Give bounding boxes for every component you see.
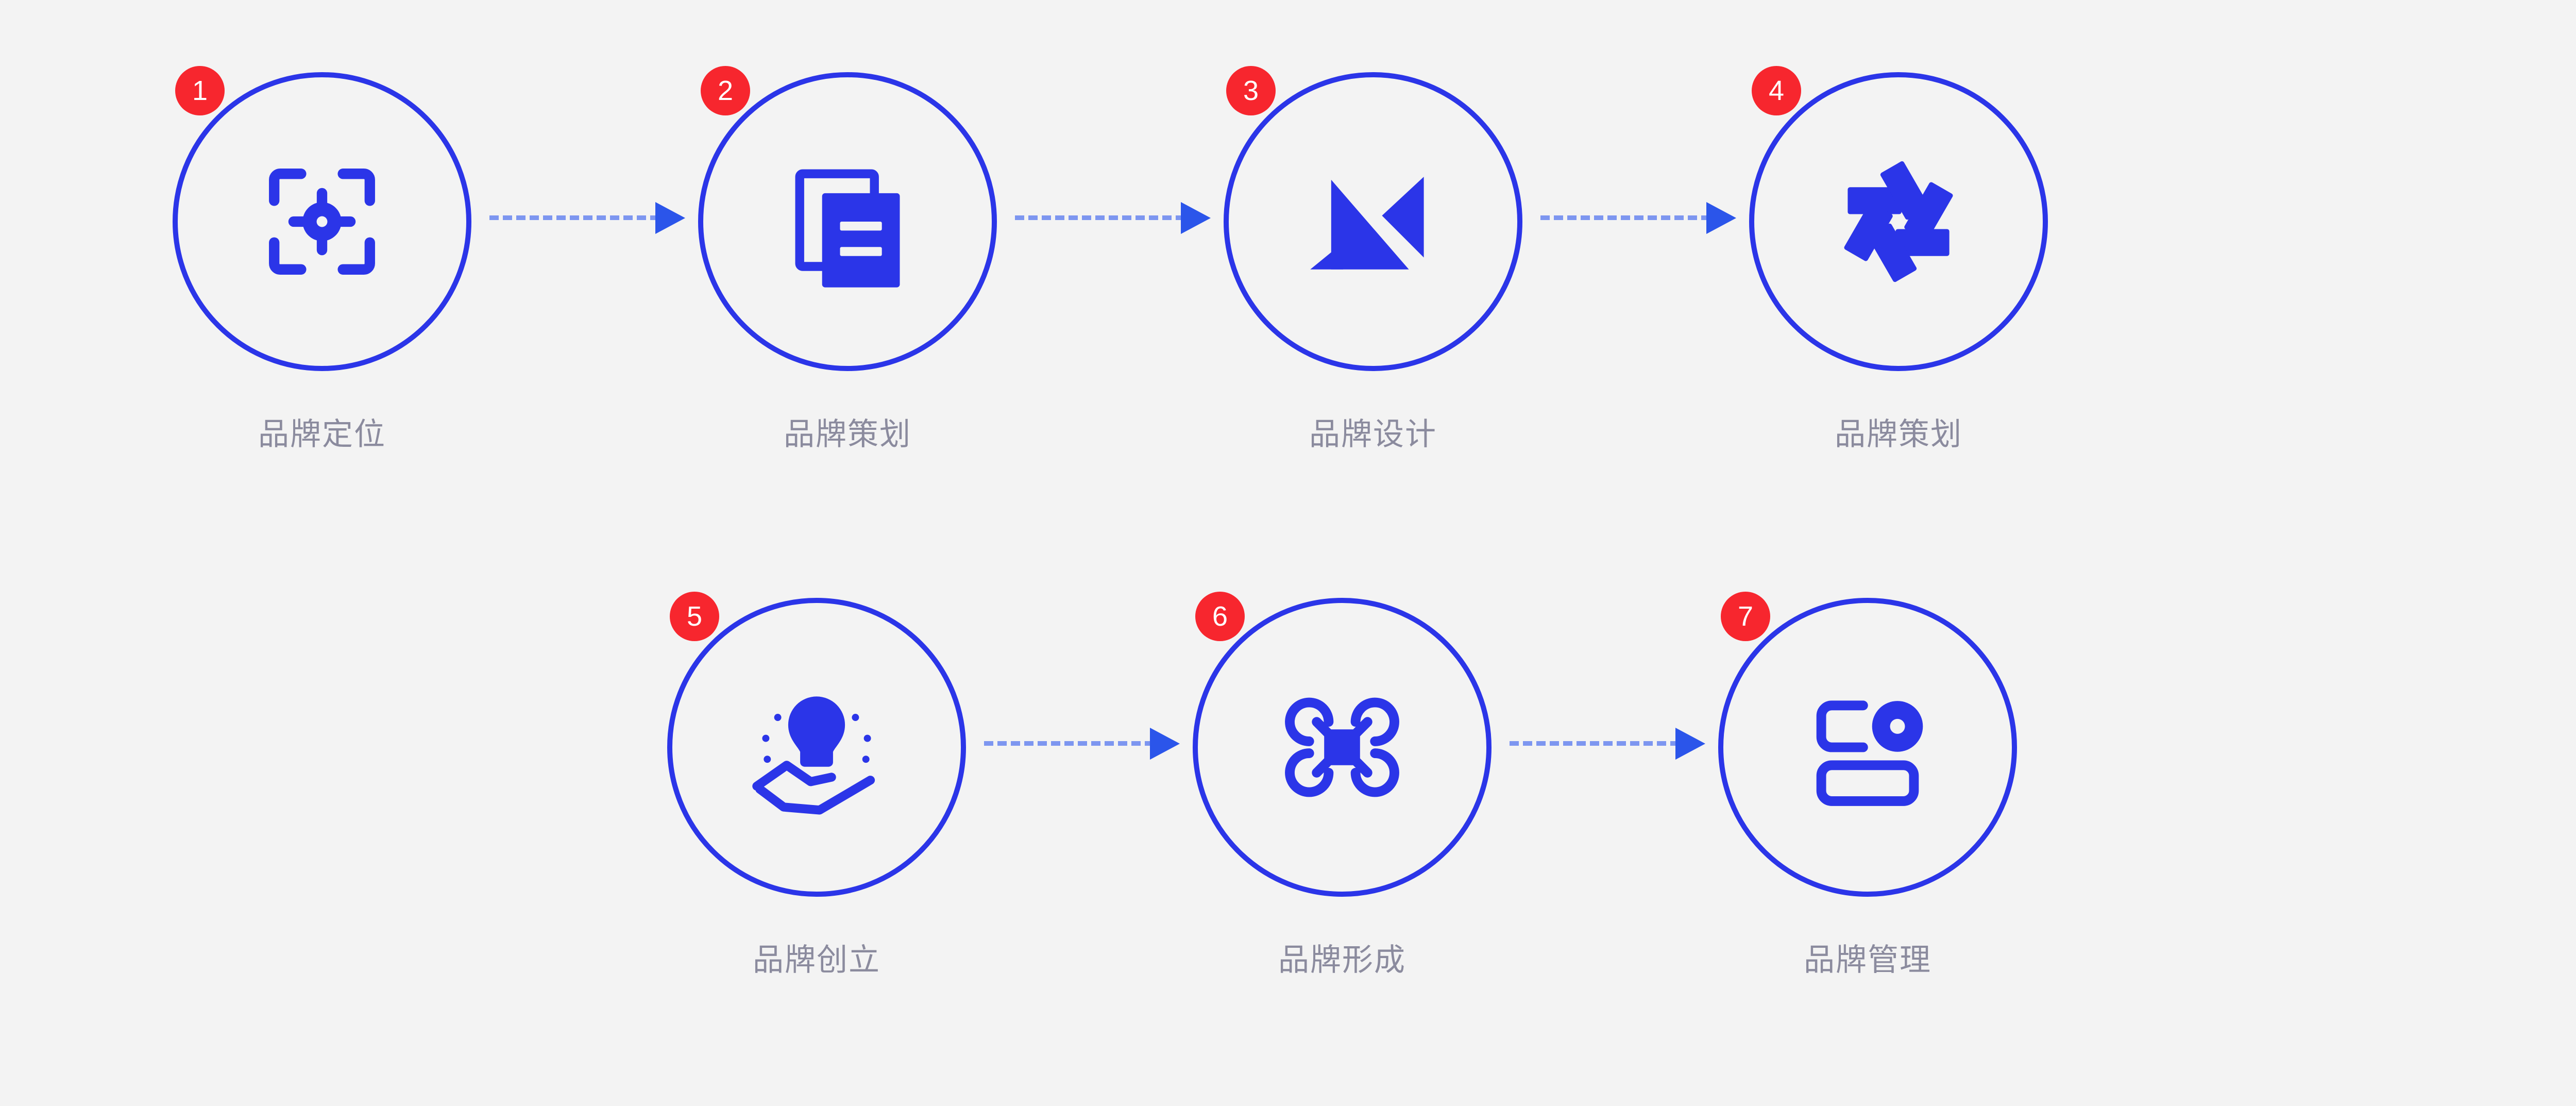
step-number-badge-1: 1 bbox=[175, 66, 225, 115]
step-number-badge-2: 2 bbox=[701, 66, 750, 115]
step-label-6: 品牌形成 bbox=[1278, 942, 1406, 978]
flow-arrow-1-to-2 bbox=[474, 72, 696, 371]
step-number-badge-5: 5 bbox=[670, 592, 719, 641]
step-circle-outline bbox=[1193, 598, 1492, 897]
drone-quadcopter-icon bbox=[1193, 598, 1492, 897]
process-step-1[interactable]: 1 bbox=[170, 66, 474, 454]
step-number-badge-4: 4 bbox=[1752, 66, 1801, 115]
dashboard-layout-icon bbox=[1718, 598, 2017, 897]
arrow-head-icon bbox=[1675, 728, 1705, 760]
process-row-1: 1 bbox=[170, 66, 2050, 454]
step-number-badge-3: 3 bbox=[1226, 66, 1276, 115]
arrow-dashed-line bbox=[1015, 215, 1185, 220]
step-label-7: 品牌管理 bbox=[1804, 942, 1931, 978]
pinwheel-aperture-icon bbox=[1749, 72, 2048, 371]
arrow-head-icon bbox=[1150, 728, 1180, 760]
step-circle-wrap: 6 bbox=[1193, 592, 1492, 897]
step-number-badge-7: 7 bbox=[1721, 592, 1770, 641]
arrow-dashed-line bbox=[489, 215, 659, 220]
process-step-7[interactable]: 7 品牌管理 bbox=[1716, 592, 2020, 980]
flow-arrow-5-to-6 bbox=[969, 598, 1190, 897]
step-label-2: 品牌策划 bbox=[784, 416, 911, 453]
step-label-1: 品牌定位 bbox=[258, 416, 386, 453]
step-circle-wrap: 4 bbox=[1749, 66, 2048, 371]
process-step-4[interactable]: 4 品牌策划 bbox=[1747, 66, 2050, 454]
flow-arrow-6-to-7 bbox=[1494, 598, 1716, 897]
process-step-2[interactable]: 2 品牌策划 bbox=[696, 66, 999, 454]
step-circle-outline bbox=[667, 598, 966, 897]
focus-target-icon bbox=[173, 72, 471, 371]
step-label-4: 品牌策划 bbox=[1835, 416, 1962, 453]
step-circle-wrap: 7 bbox=[1718, 592, 2017, 897]
arrow-dashed-line bbox=[1510, 741, 1680, 746]
arrow-head-icon bbox=[1181, 202, 1211, 234]
arrow-dashed-line bbox=[1540, 215, 1710, 220]
process-step-5[interactable]: 5 bbox=[665, 592, 969, 980]
step-circle-outline bbox=[173, 72, 471, 371]
step-circle-wrap: 5 bbox=[667, 592, 966, 897]
flow-arrow-2-to-3 bbox=[999, 72, 1221, 371]
process-row-2: 5 bbox=[665, 592, 2020, 980]
step-circle-wrap: 3 bbox=[1224, 66, 1522, 371]
step-circle-wrap: 1 bbox=[173, 66, 471, 371]
step-circle-outline bbox=[1718, 598, 2017, 897]
step-circle-outline bbox=[1749, 72, 2048, 371]
arrow-head-icon bbox=[1706, 202, 1736, 234]
step-label-5: 品牌创立 bbox=[753, 942, 880, 978]
process-step-6[interactable]: 6 bbox=[1190, 592, 1494, 980]
process-step-3[interactable]: 3 品牌设计 bbox=[1221, 66, 1525, 454]
documents-copy-icon bbox=[698, 72, 997, 371]
flow-arrow-3-to-4 bbox=[1525, 72, 1747, 371]
arrow-dashed-line bbox=[984, 741, 1154, 746]
step-circle-wrap: 2 bbox=[698, 66, 997, 371]
step-circle-outline bbox=[698, 72, 997, 371]
origami-mark-icon bbox=[1224, 72, 1522, 371]
step-circle-outline bbox=[1224, 72, 1522, 371]
step-number-badge-6: 6 bbox=[1195, 592, 1245, 641]
step-label-3: 品牌设计 bbox=[1309, 416, 1437, 453]
lightbulb-idea-icon bbox=[667, 598, 966, 897]
arrow-head-icon bbox=[655, 202, 685, 234]
